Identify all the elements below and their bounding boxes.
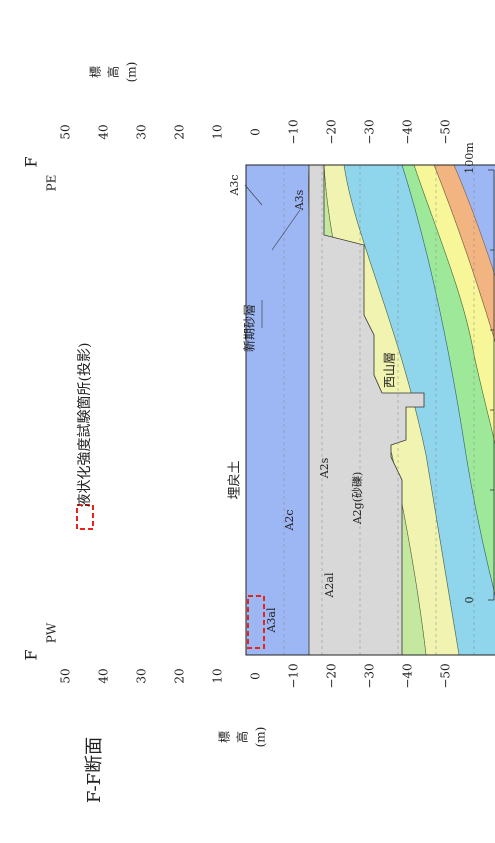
tick-right-7: −20 bbox=[325, 119, 339, 144]
tick-left-0: 50 bbox=[59, 668, 73, 683]
tick-left-7: −20 bbox=[325, 663, 339, 688]
tick-left-6: −10 bbox=[287, 663, 301, 688]
axis-label-left-2: (m) bbox=[254, 727, 268, 748]
axis-label-right-2: (m) bbox=[125, 62, 139, 83]
legend-marker bbox=[76, 504, 94, 530]
tick-left-8: −30 bbox=[363, 663, 377, 688]
tick-left-4: 10 bbox=[211, 668, 225, 683]
layer-label-base: 西山層 bbox=[383, 352, 397, 388]
axis-label-right-0: 標 bbox=[89, 66, 103, 78]
layer-label-A2al: A2al bbox=[323, 572, 336, 599]
axis-label-left-1: 高 bbox=[235, 731, 250, 743]
tick-left-5: 0 bbox=[249, 672, 263, 680]
tick-left-1: 40 bbox=[97, 668, 111, 683]
section-frame bbox=[245, 164, 495, 656]
section-end-left: F bbox=[22, 649, 41, 660]
scale-bar bbox=[488, 169, 495, 601]
leader-line bbox=[271, 209, 301, 251]
section-end-left-label: PW bbox=[45, 622, 59, 643]
layer-label-new: 新期砂層 bbox=[242, 304, 257, 352]
tick-left-2: 30 bbox=[135, 668, 149, 683]
tick-right-5: 0 bbox=[249, 128, 263, 136]
test-location-marker bbox=[247, 595, 265, 649]
layer-label-A3c: A3c bbox=[228, 174, 241, 196]
axis-label-right-1: 高 bbox=[106, 66, 121, 78]
layer-label-A2s: A2s bbox=[318, 457, 331, 479]
tick-right-8: −30 bbox=[363, 119, 377, 144]
tick-right-9: −40 bbox=[401, 119, 415, 144]
tick-right-6: −10 bbox=[287, 119, 301, 144]
layer-label-A2c: A2c bbox=[283, 509, 296, 531]
tick-left-9: −40 bbox=[401, 663, 415, 688]
tick-right-1: 40 bbox=[97, 124, 111, 139]
leader-line bbox=[244, 184, 263, 206]
diagram-title: F-F断面 bbox=[84, 737, 105, 803]
axis-label-left-0: 標 bbox=[218, 731, 232, 743]
section-end-right: F bbox=[22, 156, 41, 167]
layer-label-A3al: A3al bbox=[265, 607, 278, 634]
legend-label: 液状化強度試験箇所(投影) bbox=[76, 343, 93, 508]
layer-label-A2g: A2g(砂礫) bbox=[350, 472, 364, 526]
section-end-right-label: PE bbox=[45, 175, 59, 192]
layer-label-fill: 埋戻土 bbox=[228, 460, 243, 499]
tick-left-3: 20 bbox=[173, 668, 187, 683]
tick-right-3: 20 bbox=[173, 124, 187, 139]
layer-label-A3s: A3s bbox=[293, 189, 306, 211]
tick-right-0: 50 bbox=[59, 124, 73, 139]
tick-left-10: −50 bbox=[439, 663, 453, 688]
scale-start-label: 0 bbox=[463, 597, 476, 604]
scale-end-label: 100m bbox=[463, 142, 476, 174]
tick-right-4: 10 bbox=[211, 124, 225, 139]
tick-right-2: 30 bbox=[135, 124, 149, 139]
tick-right-10: −50 bbox=[439, 119, 453, 144]
